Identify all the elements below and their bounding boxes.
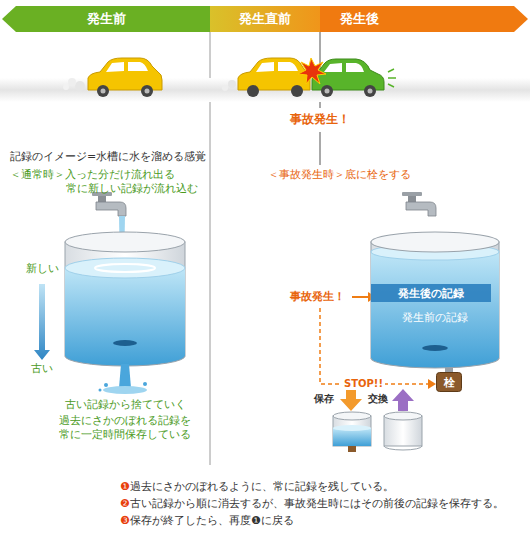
note-text: ❷古い記録から順に消去するが、事故発生時にはその前後の記録を保存する。	[120, 497, 504, 511]
tank-water	[371, 252, 499, 368]
condition-text: 常に新しい記録が流れ込む	[66, 182, 198, 196]
axis-label: 新しい	[26, 262, 59, 276]
band-shape	[371, 284, 491, 302]
condition-text: ＜通常時＞入った分だけ流れ出る	[10, 168, 175, 182]
water-tank	[65, 232, 185, 394]
car-left	[63, 58, 162, 97]
phase-band-text: 発生後	[340, 10, 379, 28]
band-shape	[320, 6, 528, 32]
event-line	[320, 132, 321, 165]
event-label: 事故発生！	[290, 112, 350, 128]
tank-rim	[371, 232, 499, 252]
faucet	[92, 192, 126, 216]
record-tank: 発生前の記録 発生後の記録	[371, 228, 499, 370]
action-label: 保存	[314, 392, 334, 405]
plug: 栓	[436, 372, 462, 392]
tank-bottom	[371, 358, 499, 368]
condition-text: ＜事故発生時＞底に栓をする	[268, 168, 411, 182]
swap-arrow	[392, 389, 414, 411]
drain-hole	[422, 345, 448, 351]
stop-line	[428, 379, 436, 389]
action-label: 交換	[368, 392, 388, 405]
save-arrow	[340, 389, 362, 411]
plug-shape	[437, 373, 462, 392]
phase-band-text: 発生直前	[239, 10, 291, 28]
caption-text: 古い記録から捨てていく	[65, 398, 186, 412]
plug-text: 栓	[444, 375, 455, 390]
axis-label: 古い	[31, 362, 53, 376]
phase-band: 発生後	[320, 6, 528, 32]
phase-band: 発生前	[2, 6, 210, 32]
heading-text: 記録のイメージ=水槽に水を溜める感覚	[10, 150, 206, 164]
event-label: 事故発生！	[290, 290, 345, 304]
band-shape	[210, 6, 320, 32]
stop-label: STOP!!	[342, 377, 385, 390]
note-text: ❶過去にさかのぼれるように、常に記録を残している。	[120, 480, 394, 494]
band-shape	[2, 6, 210, 32]
after-record-band: 発生後の記録	[371, 284, 491, 302]
caption-text: 過去にさかのぼれる記録を 常に一定時間保存している	[55, 414, 195, 443]
phase-band: 発生直前	[210, 6, 320, 32]
faucet	[402, 192, 436, 216]
note-text: ❸保存が終了したら、再度❶に戻る	[120, 514, 294, 528]
saved-container	[333, 412, 371, 452]
after-record-band-text: 発生後の記録	[398, 286, 464, 301]
record-tank-text: 発生前の記録	[371, 310, 499, 325]
pointer-arrow	[352, 296, 368, 298]
age-arrow	[34, 284, 50, 360]
car-collision	[222, 58, 396, 97]
empty-container	[384, 412, 422, 450]
phase-band-text: 発生前	[87, 10, 126, 28]
